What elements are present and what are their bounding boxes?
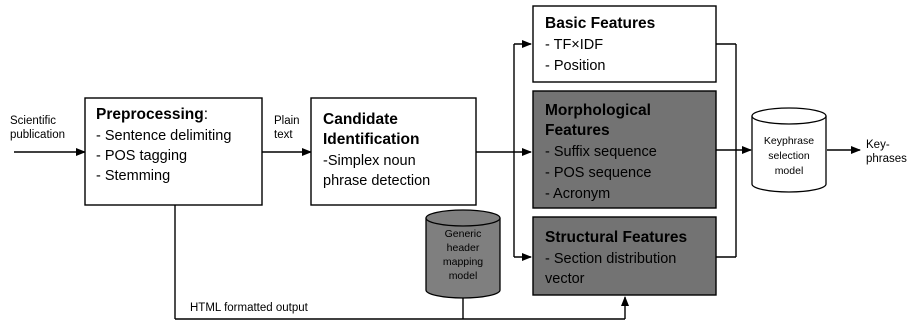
structural-features-frame — [532, 216, 717, 296]
morphological-item-2: - POS sequence — [545, 165, 651, 181]
morphological-features-box: Morphological Features - Suffix sequence… — [532, 90, 717, 209]
preprocessing-box-frame — [84, 97, 263, 206]
generic-model-line-4: model — [449, 270, 478, 282]
keyphrase-model-line-3: model — [775, 165, 804, 177]
morphological-features-frame — [532, 90, 717, 209]
output-label-line-2: phrases — [866, 153, 907, 165]
candidate-title-line-2: Identification — [323, 131, 419, 148]
input-label-line-2: publication — [10, 129, 65, 141]
preprocessing-item-2: - POS tagging — [96, 148, 187, 164]
generic-model-top — [425, 209, 501, 227]
input-label: Scientific publication — [10, 115, 65, 141]
morphological-title-line-1: Morphological — [545, 102, 651, 119]
preprocessing-item-1: - Sentence delimiting — [96, 128, 231, 144]
candidate-title-line-1: Candidate — [323, 111, 398, 128]
plain-text-line-2: text — [274, 129, 293, 141]
morphological-item-3: - Acronym — [545, 186, 610, 202]
generic-model-line-1: Generic — [445, 228, 482, 240]
structural-features-title: Structural Features — [545, 229, 687, 246]
keyphrase-selection-model-cylinder: Keyphrase selection model — [751, 107, 827, 193]
connectors — [14, 40, 861, 320]
basic-features-frame — [532, 5, 717, 83]
output-label: Key- phrases — [866, 139, 907, 165]
html-formatted-output-label: HTML formatted output — [190, 302, 309, 314]
plain-text-label: Plain text — [274, 115, 300, 141]
keyphrase-model-line-2: selection — [768, 150, 810, 162]
generic-model-body — [425, 218, 501, 299]
candidate-item-2: phrase detection — [323, 173, 430, 189]
output-label-line-1: Key- — [866, 139, 890, 151]
preprocessing-box: Preprocessing: - Sentence delimiting - P… — [84, 97, 263, 206]
structural-item-1: - Section distribution — [545, 251, 676, 267]
keyphrase-model-body — [751, 116, 827, 193]
basic-features-item-2: - Position — [545, 58, 605, 74]
candidate-box-frame — [310, 97, 477, 206]
preprocessing-title: Preprocessing: — [96, 106, 208, 123]
morphological-item-1: - Suffix sequence — [545, 144, 657, 160]
basic-features-item-1: - TF×IDF — [545, 37, 603, 53]
basic-features-title: Basic Features — [545, 15, 655, 32]
candidate-identification-box: Candidate Identification -Simplex noun p… — [310, 97, 477, 206]
keyphrase-model-line-1: Keyphrase — [764, 135, 814, 147]
candidate-item-1: -Simplex noun — [323, 153, 416, 169]
basic-features-box: Basic Features - TF×IDF - Position — [532, 5, 717, 83]
morphological-title-line-2: Features — [545, 122, 610, 139]
generic-model-line-3: mapping — [443, 256, 483, 268]
generic-model-line-2: header — [447, 242, 480, 254]
generic-header-mapping-model-cylinder: Generic header mapping model — [425, 209, 501, 299]
plain-text-line-1: Plain — [274, 115, 300, 127]
structural-item-2: vector — [545, 271, 585, 287]
input-label-line-1: Scientific — [10, 115, 56, 127]
keyphrase-model-top — [751, 107, 827, 125]
structural-features-box: Structural Features - Section distributi… — [532, 216, 717, 296]
preprocessing-item-3: - Stemming — [96, 168, 170, 184]
